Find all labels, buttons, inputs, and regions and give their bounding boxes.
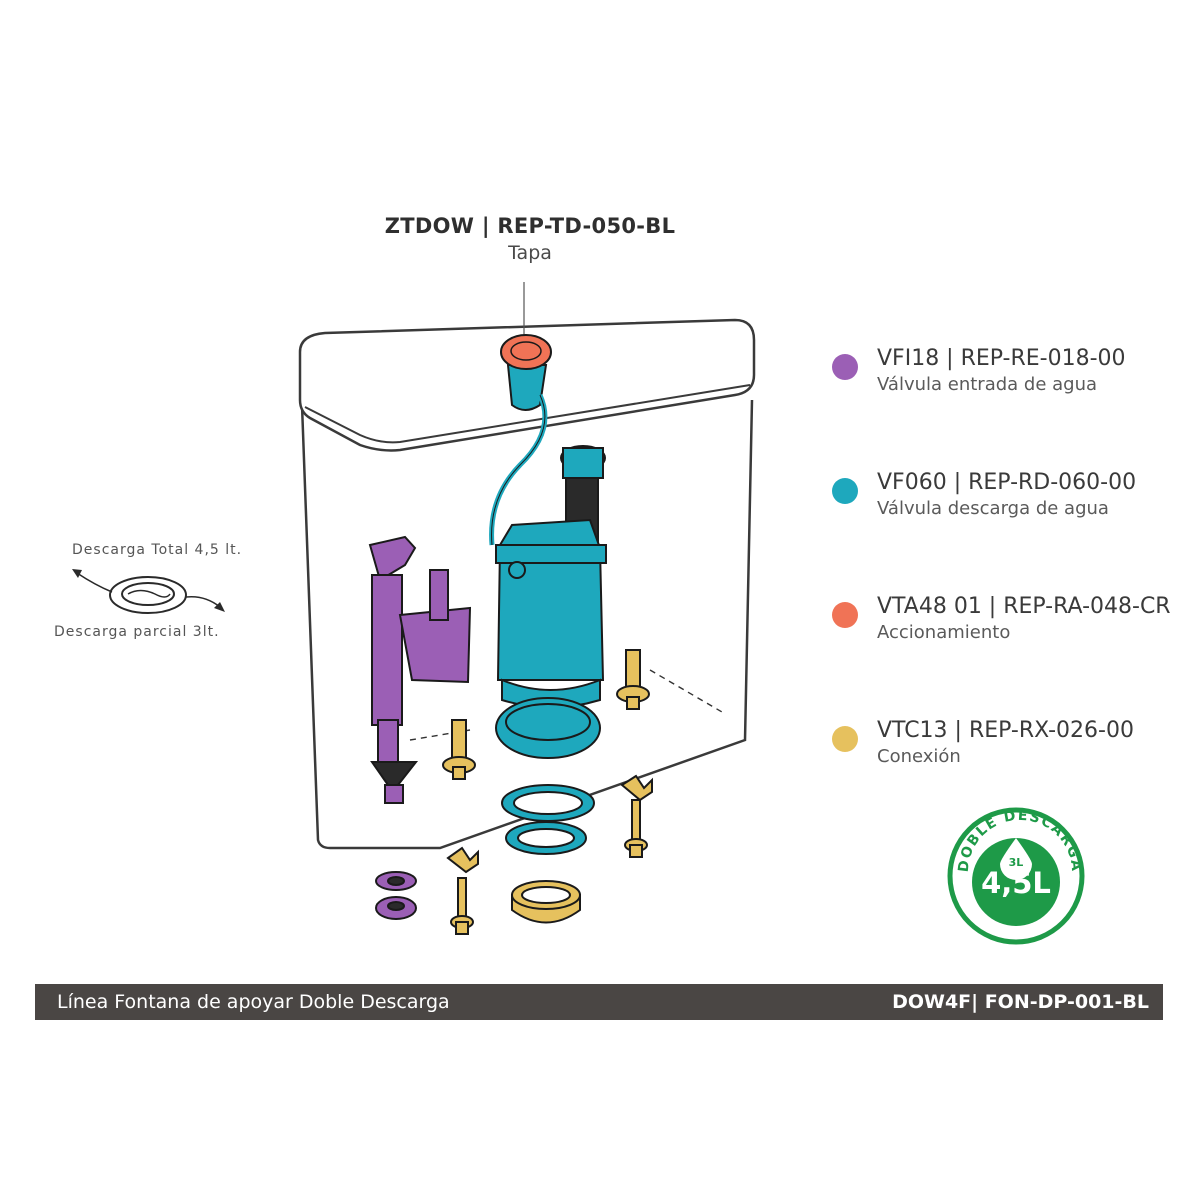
connection-bolt-left [442,719,476,780]
teal-gasket-rings [501,784,595,855]
legend-desc: Conexión [877,746,961,767]
water-drop-icon [1000,838,1032,880]
tapa-part-name: Tapa [508,242,552,264]
purple-nuts [375,871,417,920]
footer-product-line: Línea Fontana de apoyar Doble Descarga [57,991,450,1013]
gold-bolts-loose [450,799,648,935]
tapa-part-code: ZTDOW | REP-TD-050-BL [384,214,676,238]
flush-valve [495,445,607,759]
footer-bar: Línea Fontana de apoyar Doble Descarga D… [35,984,1163,1020]
legend-code: VTC13 | REP-RX-026-00 [877,718,1134,743]
legend-dot-purple [832,354,858,380]
fill-valve [368,535,472,804]
legend-desc: Accionamiento [877,622,1011,643]
tank-dashed-guides [409,669,723,741]
badge-big-text: 4,5L [981,866,1051,900]
legend-dot-teal [832,478,858,504]
connection-bolt-right [616,649,650,710]
legend-dot-orange [832,602,858,628]
legend-desc: Válvula entrada de agua [877,374,1098,395]
legend-desc: Válvula descarga de agua [877,498,1109,519]
u-clips [446,774,653,874]
legend-dot-yellow [832,726,858,752]
flush-partial-label: Descarga parcial 3lt. [54,624,220,640]
badge-small-text: 3L [1009,856,1024,869]
tapa-push-button [500,334,552,411]
dual-flush-button-icon [109,576,187,614]
gold-seal-ring [511,880,581,924]
legend-code: VFI18 | REP-RE-018-00 [877,346,1126,371]
flush-total-label: Descarga Total 4,5 lt. [72,542,243,558]
footer-product-code: DOW4F| FON-DP-001-BL [892,991,1149,1013]
flush-arrow-right [185,595,221,608]
legend-code: VTA48 01 | REP-RA-048-CR [877,594,1171,619]
legend-code: VF060 | REP-RD-060-00 [877,470,1137,495]
flush-arrow-left [76,572,113,593]
